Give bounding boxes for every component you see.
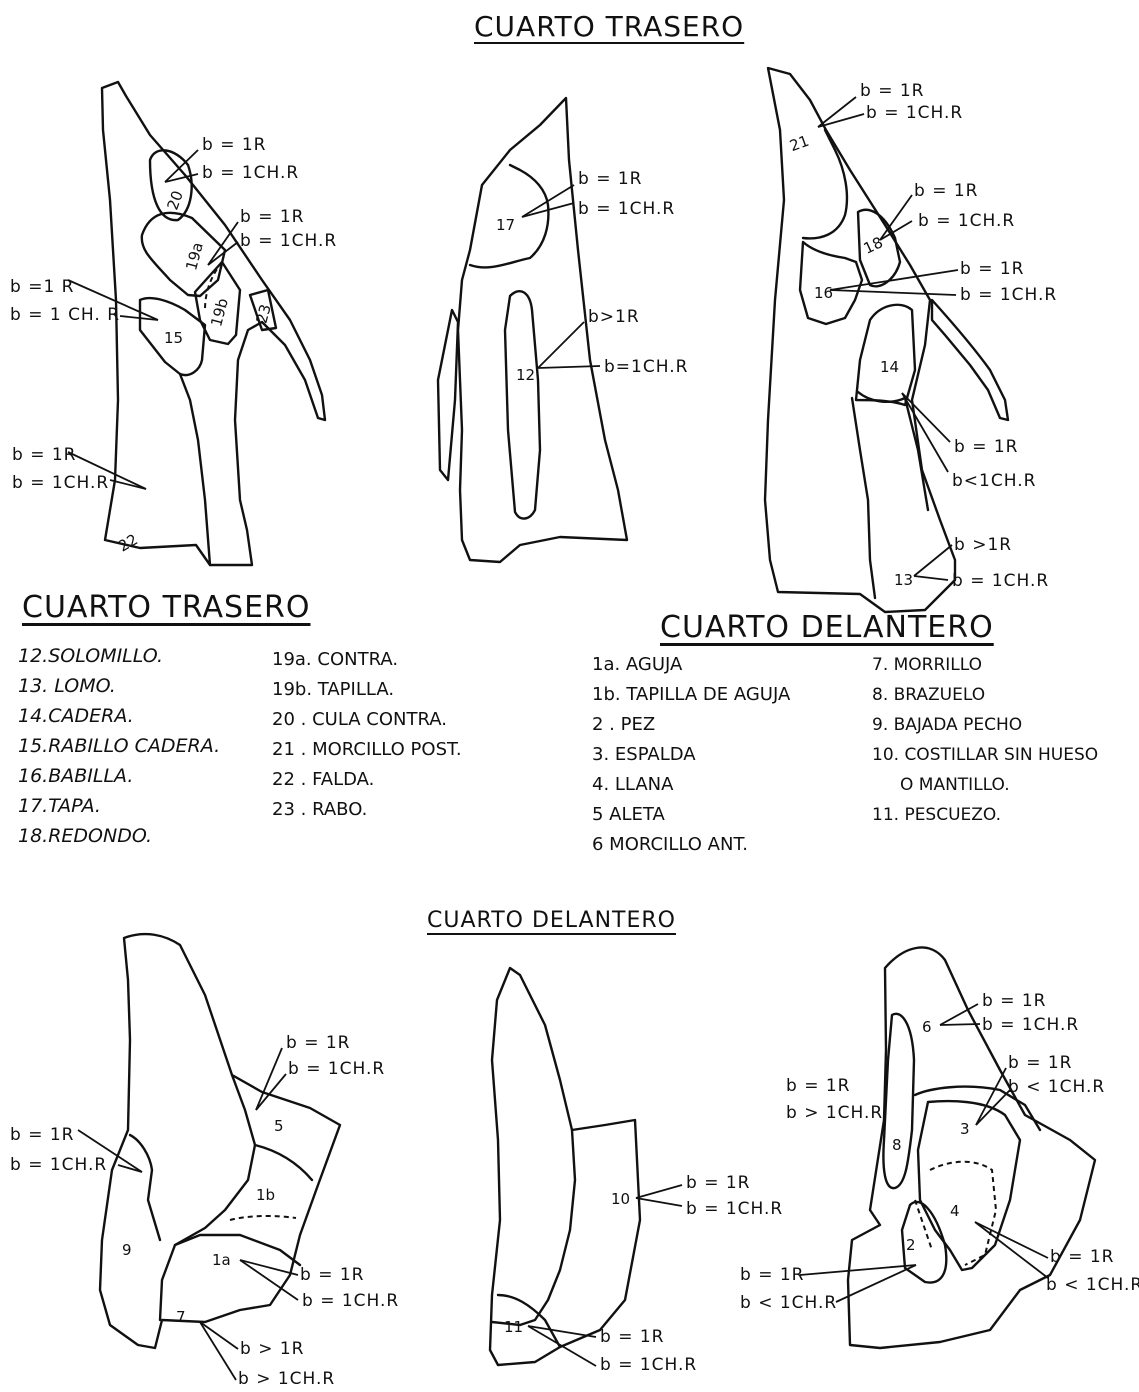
annotation: b>1R [588, 307, 640, 327]
annotation: b = 1R [600, 1327, 664, 1347]
annotation: b < 1CH.R [1046, 1275, 1139, 1295]
cut-label-21: 21 [787, 132, 811, 155]
annotation: b = 1R [740, 1265, 804, 1285]
annotation: b = 1R [960, 259, 1024, 279]
annotation: b<1CH.R [952, 471, 1036, 491]
cut-label-13: 13 [894, 571, 913, 589]
cut-label-19a: 19a [182, 240, 207, 272]
cut-label-9: 9 [122, 1241, 132, 1259]
annotation: b = 1CH.R [960, 285, 1057, 305]
annotation: b = 1R [12, 445, 76, 465]
cut-label-20: 20 [164, 188, 187, 212]
annotation: b =1 R [10, 277, 74, 297]
cut-label-12: 12 [516, 366, 535, 384]
annotation: b = 1CH.R [202, 163, 299, 183]
annotation: b = 1R [954, 437, 1018, 457]
cut-label-5: 5 [274, 1117, 284, 1135]
annotation: b = 1CH.R [600, 1355, 697, 1375]
cut-label-7: 7 [176, 1308, 186, 1326]
delantero-piece-middle [490, 968, 640, 1365]
cut-label-8: 8 [892, 1136, 902, 1154]
annotation: b = 1CH.R [982, 1015, 1079, 1035]
annotation: b = 1R [10, 1125, 74, 1145]
annotation: b = 1R [286, 1033, 350, 1053]
annotation: b > 1CH.R [238, 1369, 335, 1389]
annotation: b=1CH.R [604, 357, 688, 377]
delantero-piece-left [100, 934, 340, 1348]
annotation: b = 1CH.R [918, 211, 1015, 231]
trasero-piece-middle [438, 98, 627, 562]
cut-label-3: 3 [960, 1120, 970, 1138]
annotation: b = 1R [982, 991, 1046, 1011]
annotation: b = 1R [860, 81, 924, 101]
annotation: b = 1CH.R [866, 103, 963, 123]
cut-label-2: 2 [906, 1236, 916, 1254]
annotation: b = 1CH.R [686, 1199, 783, 1219]
cut-label-17: 17 [496, 216, 515, 234]
annotation: b = 1CH.R [10, 1155, 107, 1175]
annotation: b = 1R [300, 1265, 364, 1285]
cut-label-14: 14 [880, 358, 899, 376]
annotation: b = 1CH.R [12, 473, 109, 493]
annotation: b = 1R [686, 1173, 750, 1193]
cut-label-22: 22 [115, 530, 141, 555]
annotation: b = 1CH.R [302, 1291, 399, 1311]
annotation: b = 1R [914, 181, 978, 201]
annotation: b = 1R [578, 169, 642, 189]
annotation: b = 1CH.R [952, 571, 1049, 591]
annotation: b = 1R [240, 207, 304, 227]
cut-label-19b: 19b [207, 296, 232, 328]
annotation: b > 1CH.R [786, 1103, 883, 1123]
cut-label-16: 16 [814, 284, 833, 302]
cut-label-1a: 1a [212, 1251, 231, 1269]
annotation: b = 1R [1050, 1247, 1114, 1267]
cut-label-6: 6 [922, 1018, 932, 1036]
annotation: b = 1CH.R [240, 231, 337, 251]
annotation: b = 1CH.R [578, 199, 675, 219]
cut-label-1b: 1b [256, 1186, 275, 1204]
annotation: b = 1 CH. R [10, 305, 120, 325]
cut-label-11: 11 [504, 1318, 523, 1336]
annotation: b < 1CH.R [740, 1293, 837, 1313]
cut-label-10: 10 [611, 1190, 630, 1208]
cut-label-4: 4 [950, 1202, 960, 1220]
annotation: b = 1CH.R [288, 1059, 385, 1079]
annotation: b < 1CH.R [1008, 1077, 1105, 1097]
annotation: b = 1R [202, 135, 266, 155]
annotation: b = 1R [786, 1076, 850, 1096]
annotation: b > 1R [240, 1339, 304, 1359]
annotation: b >1R [954, 535, 1012, 555]
cut-label-15: 15 [164, 329, 183, 347]
annotation: b = 1R [1008, 1053, 1072, 1073]
